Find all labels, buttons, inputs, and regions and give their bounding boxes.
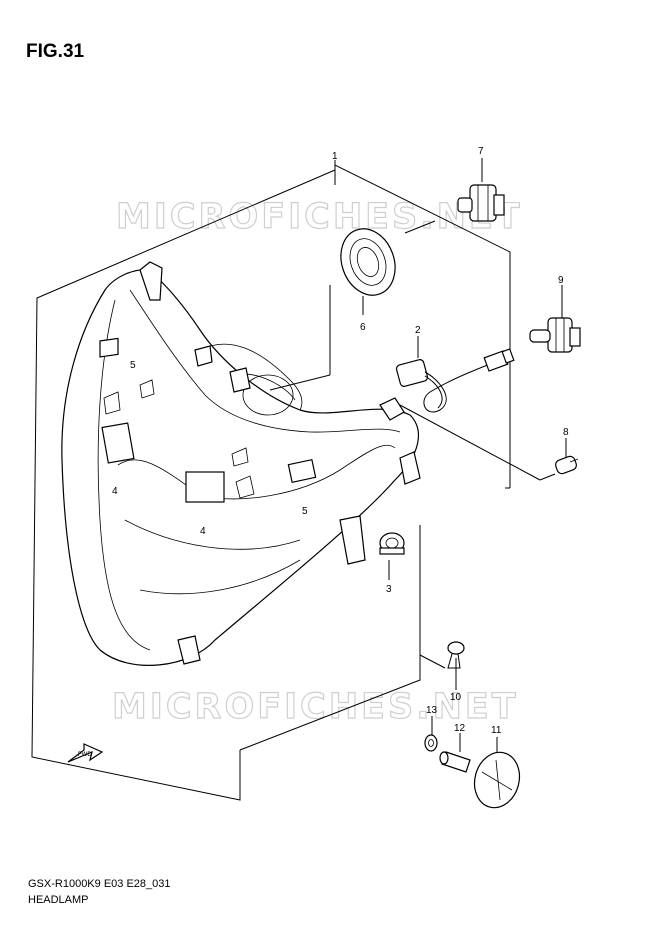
mount-tab-lower [177, 635, 201, 665]
forward-arrow-icon: FWD [67, 743, 104, 763]
bulb-leader [404, 220, 436, 234]
callout-7: 7 [478, 146, 484, 157]
mount-tab-side [399, 451, 421, 485]
screw [447, 641, 465, 669]
callout-13: 13 [426, 705, 438, 716]
cap [473, 751, 521, 809]
watermark-bottom: MICROFICHES.NET [112, 687, 519, 727]
bulb-position [529, 317, 581, 353]
marker-5-left [99, 337, 119, 358]
rubber-cover [340, 228, 396, 296]
callout-3: 3 [386, 584, 392, 595]
assembly-frame [31, 169, 336, 801]
socket-harness [395, 348, 515, 413]
callout-5-right: 5 [302, 506, 308, 517]
marker-4-left [101, 422, 135, 464]
washer [424, 734, 438, 752]
frame-lower-right [239, 525, 421, 751]
callout-11: 11 [491, 725, 502, 736]
mount-tab-mid [229, 367, 251, 393]
diagram-name: HEADLAMP [28, 894, 89, 906]
callout-10: 10 [450, 692, 462, 703]
marker-4-center [185, 471, 225, 503]
callout-9: 9 [558, 275, 564, 286]
mount-tab-top [139, 261, 163, 301]
mount-tab-right [379, 397, 405, 421]
callout-4-center: 4 [200, 526, 206, 537]
arrow-label: FWD [78, 752, 92, 758]
callout-12: 12 [454, 723, 466, 734]
callout-1: 1 [332, 151, 338, 162]
callout-8: 8 [563, 427, 569, 438]
callout-4-left: 4 [112, 486, 118, 497]
callout-6: 6 [360, 322, 366, 333]
figure-title: FIG.31 [26, 41, 85, 62]
bulb-h11 [457, 184, 505, 222]
leader-8b [399, 404, 541, 481]
collar [439, 751, 471, 773]
mount-tab-bottom [339, 515, 366, 565]
grommet [379, 532, 405, 555]
callout-5-left: 5 [130, 360, 136, 371]
callout-2: 2 [415, 325, 421, 336]
diagram-code: GSX-R1000K9 E03 E28_031 [28, 878, 171, 890]
headlamp-housing [61, 269, 419, 666]
bulb-small [555, 455, 579, 475]
marker-5-right [287, 458, 317, 484]
watermark-top: MICROFICHES.NET [116, 197, 523, 237]
